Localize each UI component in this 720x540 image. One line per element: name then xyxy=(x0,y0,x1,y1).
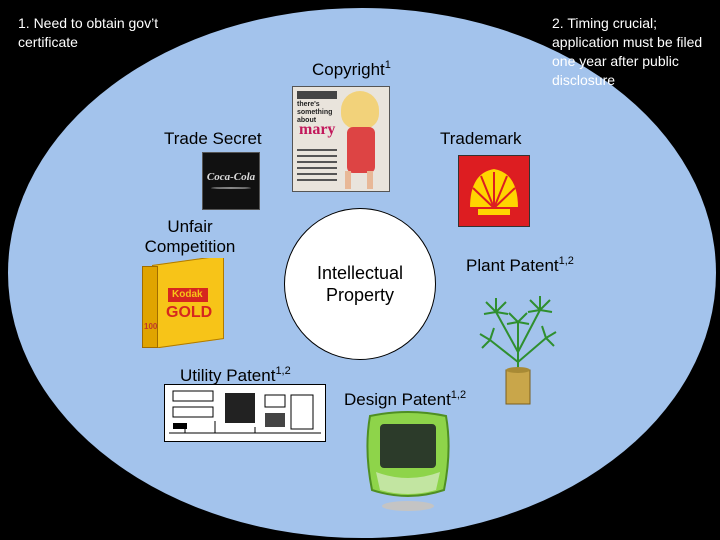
cd-figure-hair xyxy=(341,91,379,129)
shell-icon xyxy=(467,166,521,217)
cd-figure-dress xyxy=(347,127,375,173)
center-label: Intellectual Property xyxy=(316,263,404,305)
cd-header-bar xyxy=(297,91,337,99)
kodak-red-band xyxy=(168,288,208,302)
cd-figure-leg-right xyxy=(367,171,373,189)
center-circle xyxy=(284,208,436,360)
cd-subtitle: there's something about xyxy=(297,101,333,124)
utility-patent-label: Utility Patent1,2 xyxy=(180,365,291,386)
plant-image xyxy=(476,282,560,408)
copyright-label: Copyright1 xyxy=(312,59,391,80)
cd-cover-image: there's something about mary xyxy=(292,86,390,192)
kodak-film-image: 100 Kodak GOLD xyxy=(142,258,224,348)
plant-icon xyxy=(479,296,557,405)
kodak-box-side xyxy=(142,266,158,348)
coca-cola-image: Coca-Cola xyxy=(202,152,260,210)
shell-logo-image xyxy=(458,155,530,227)
coca-cola-swoosh xyxy=(211,187,251,189)
kodak-box-front xyxy=(152,258,224,348)
imac-icon xyxy=(366,411,450,511)
cd-figure-leg-left xyxy=(345,171,351,189)
design-patent-label: Design Patent1,2 xyxy=(344,389,467,410)
trade-secret-label: Trade Secret xyxy=(164,129,262,148)
kodak-gold-text: GOLD xyxy=(166,304,213,321)
imac-image xyxy=(360,410,456,514)
cd-tracklist xyxy=(297,149,337,185)
trademark-label: Trademark xyxy=(440,129,522,148)
circuit-board-image xyxy=(164,384,326,442)
kodak-brand-text: Kodak xyxy=(172,289,203,300)
unfair-competition-label: Unfair Competition xyxy=(144,217,236,256)
coca-cola-logo-text: Coca-Cola xyxy=(206,171,256,183)
plant-patent-label: Plant Patent1,2 xyxy=(466,255,574,276)
footnote-2: 2. Timing crucial; application must be f… xyxy=(552,15,703,88)
kodak-box-side-text: 100 xyxy=(144,322,158,331)
footnote-1: 1. Need to obtain gov’t certificate xyxy=(18,15,159,50)
cd-title: mary xyxy=(299,121,336,138)
circuit-icon xyxy=(169,390,321,434)
